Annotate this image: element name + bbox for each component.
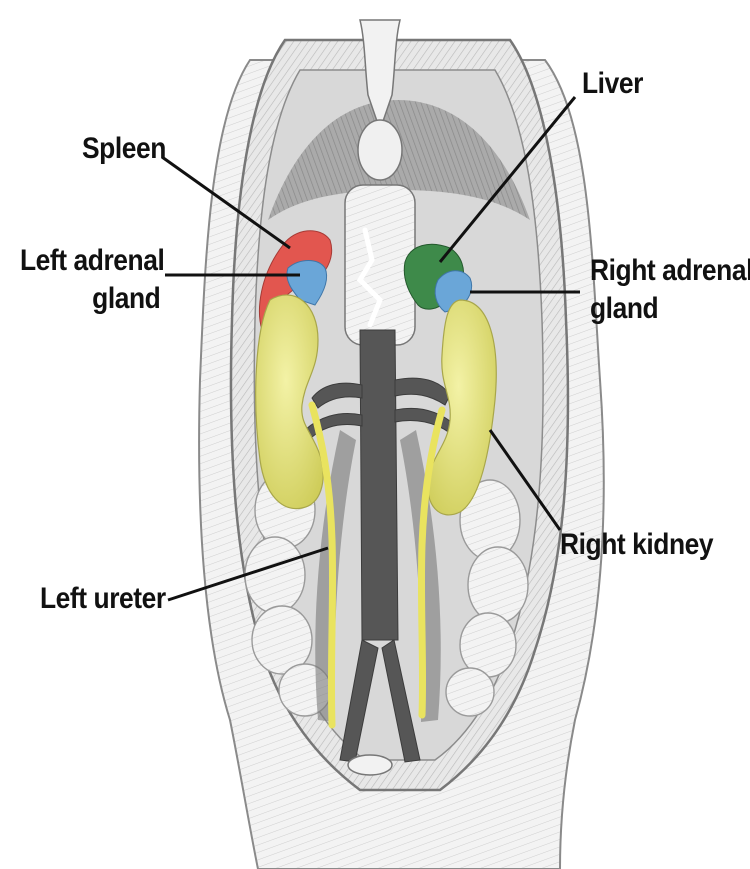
label-spleen-text: Spleen [82, 130, 166, 168]
label-right-kidney-text: Right kidney [560, 526, 713, 564]
label-left-adrenal-line1: Left adrenal [20, 242, 164, 280]
label-right-adrenal-gland: Right adrenal gland [590, 252, 750, 328]
label-left-ureter: Left ureter [40, 580, 166, 618]
bladder [348, 755, 392, 775]
label-right-kidney: Right kidney [560, 526, 713, 564]
label-left-adrenal-gland: Left adrenal gland [20, 242, 164, 318]
label-left-ureter-text: Left ureter [40, 580, 166, 618]
label-liver: Liver [582, 65, 643, 103]
label-right-adrenal-line1: Right adrenal [590, 252, 750, 290]
vertebra-top [358, 120, 402, 180]
label-spleen: Spleen [82, 130, 166, 168]
label-liver-text: Liver [582, 65, 643, 103]
label-right-adrenal-line2: gland [590, 290, 750, 328]
label-left-adrenal-line2: gland [20, 280, 164, 318]
